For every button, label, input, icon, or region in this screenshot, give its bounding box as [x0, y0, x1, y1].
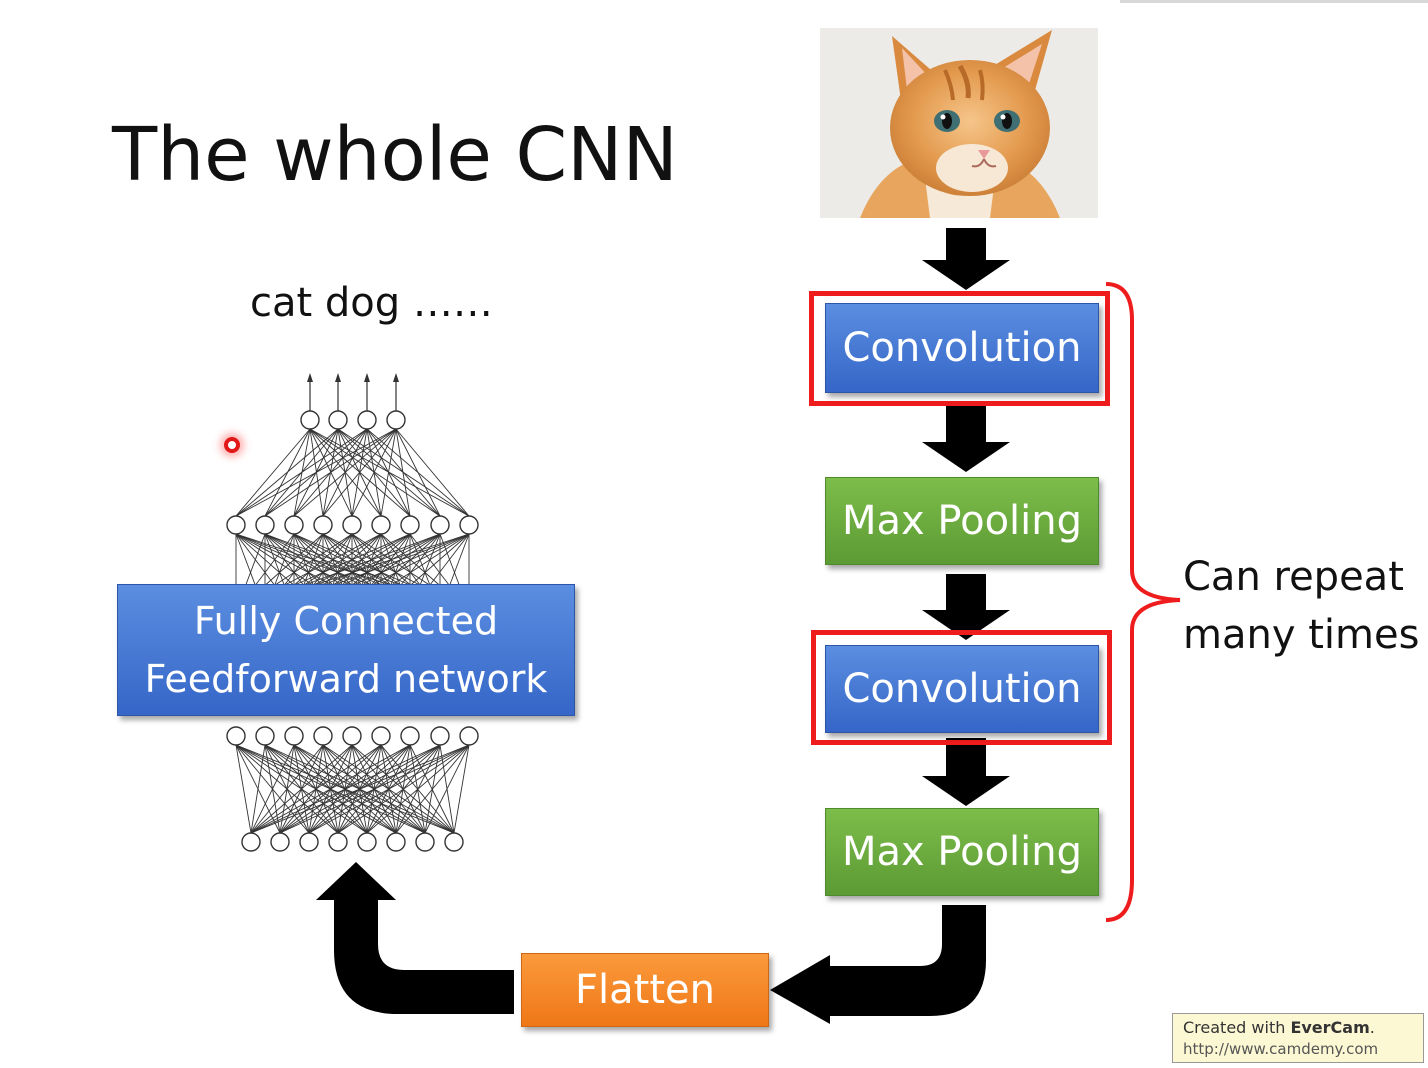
- watermark-prefix: Created with: [1183, 1018, 1291, 1037]
- flatten-box: Flatten: [521, 953, 769, 1027]
- nn-neuron: [255, 515, 275, 535]
- watermark-url: http://www.camdemy.com: [1183, 1040, 1379, 1058]
- nn-neuron: [284, 515, 304, 535]
- output-arrow-head: [335, 373, 341, 382]
- repeat-note-line-2: many times: [1183, 612, 1420, 658]
- arrow-conv1-to-pool1: [922, 404, 1010, 472]
- nn-connections: [235, 428, 470, 834]
- highlight-frame-conv-1: [809, 291, 1110, 406]
- convolution-box-2: Convolution: [825, 645, 1099, 733]
- nn-neuron: [299, 832, 319, 852]
- nn-neuron: [241, 832, 261, 852]
- nn-neuron: [400, 726, 420, 746]
- nn-neuron: [415, 832, 435, 852]
- repeat-note: Can repeat many times: [1183, 548, 1419, 664]
- nn-neuron: [357, 832, 377, 852]
- repeat-brace: [1105, 282, 1181, 922]
- nn-neuron: [459, 726, 479, 746]
- convolution-box-1: Convolution: [825, 303, 1099, 393]
- max-pooling-box-1: Max Pooling: [825, 477, 1099, 565]
- output-arrow-head: [393, 373, 399, 382]
- nn-neuron: [328, 832, 348, 852]
- highlight-frame-conv-2: [811, 630, 1112, 745]
- nn-neuron: [255, 726, 275, 746]
- nn-neuron: [430, 726, 450, 746]
- fc-line-2: Feedforward network: [144, 657, 548, 701]
- cat-image: [820, 28, 1098, 218]
- top-edge-line: [1120, 0, 1428, 3]
- arrow-pool1-to-conv2: [922, 574, 1010, 640]
- nn-neuron: [386, 410, 406, 430]
- output-classes-label: cat dog ……: [250, 280, 493, 326]
- arrow-image-to-conv1: [922, 228, 1010, 290]
- arrow-flatten-to-fc: [316, 862, 514, 1014]
- nn-neuron: [313, 726, 333, 746]
- fully-connected-box: Fully Connected Feedforward network: [117, 584, 575, 716]
- nn-neuron: [313, 515, 333, 535]
- nn-neuron: [459, 515, 479, 535]
- nn-neuron: [270, 832, 290, 852]
- neural-network-diagram: [226, 373, 479, 852]
- repeat-note-line-1: Can repeat: [1183, 554, 1404, 600]
- arrow-conv2-to-pool2: [922, 738, 1010, 806]
- nn-neuron: [430, 515, 450, 535]
- nn-neuron: [400, 515, 420, 535]
- nn-neuron: [357, 410, 377, 430]
- nn-neuron: [328, 410, 348, 430]
- page-title: The whole CNN: [112, 112, 678, 198]
- nn-neuron: [226, 515, 246, 535]
- nn-neuron: [371, 515, 391, 535]
- output-arrow-head: [364, 373, 370, 382]
- output-arrow-head: [307, 373, 313, 382]
- nn-neuron: [284, 726, 304, 746]
- nn-neuron: [371, 726, 391, 746]
- nn-neuron: [300, 410, 320, 430]
- max-pooling-box-2: Max Pooling: [825, 808, 1099, 896]
- laser-pointer-dot: [224, 437, 240, 453]
- evercam-watermark: Created with EverCam. http://www.camdemy…: [1172, 1013, 1424, 1063]
- fc-line-1: Fully Connected: [193, 599, 499, 643]
- nn-neuron: [342, 515, 362, 535]
- nn-neuron: [386, 832, 406, 852]
- nn-neuron: [342, 726, 362, 746]
- watermark-suffix: .: [1369, 1018, 1375, 1037]
- watermark-brand: EverCam: [1290, 1018, 1370, 1037]
- arrow-pool2-to-flatten: [770, 905, 986, 1024]
- nn-neuron: [226, 726, 246, 746]
- nn-neuron: [444, 832, 464, 852]
